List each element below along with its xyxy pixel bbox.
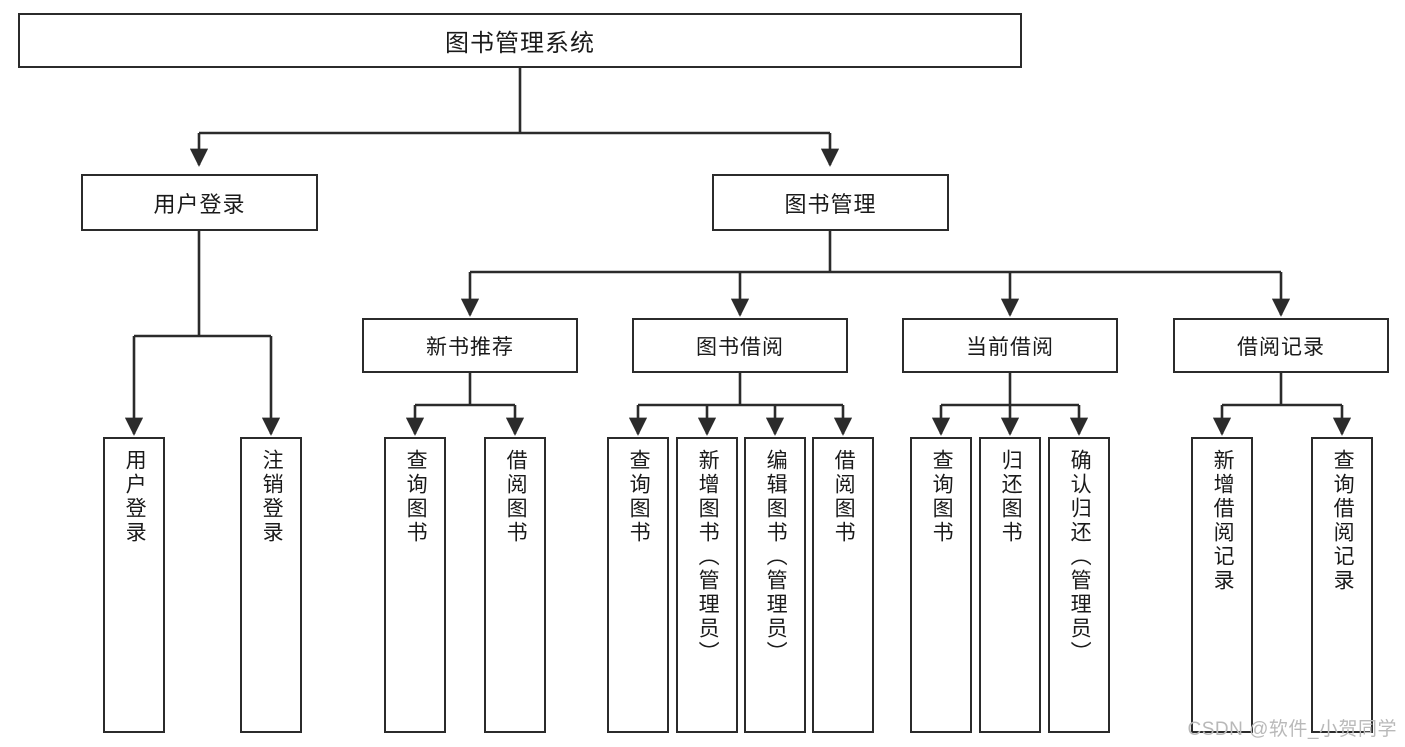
node-query-borrow-record-label: 查询借阅记录 [1331, 449, 1355, 593]
node-confirm-return-admin[interactable]: 确认归还（管理员） [1048, 437, 1110, 733]
node-current-borrow[interactable]: 当前借阅 [902, 318, 1118, 373]
node-book-management[interactable]: 图书管理 [712, 174, 949, 231]
node-add-borrow-record-label: 新增借阅记录 [1211, 449, 1235, 593]
node-book-management-label: 图书管理 [784, 191, 877, 217]
node-borrow-record[interactable]: 借阅记录 [1173, 318, 1389, 373]
node-user-login[interactable]: 用户登录 [81, 174, 318, 231]
node-root[interactable]: 图书管理系统 [18, 13, 1022, 68]
node-query-book-1[interactable]: 查询图书 [384, 437, 446, 733]
node-confirm-return-admin-label: 确认归还（管理员） [1068, 449, 1092, 665]
node-borrow-book-2-label: 借阅图书 [832, 449, 856, 545]
node-user-login-label: 用户登录 [153, 191, 246, 217]
node-new-book-recommend[interactable]: 新书推荐 [362, 318, 578, 373]
node-return-book-label: 归还图书 [999, 449, 1023, 545]
node-current-borrow-label: 当前借阅 [966, 335, 1054, 359]
node-root-label: 图书管理系统 [445, 30, 595, 57]
node-query-book-3-label: 查询图书 [930, 449, 954, 545]
node-borrow-book-1[interactable]: 借阅图书 [484, 437, 546, 733]
watermark-text: CSDN @软件_小贺同学 [1187, 719, 1397, 740]
node-query-book-3[interactable]: 查询图书 [910, 437, 972, 733]
node-user-login-leaf-label: 用户登录 [123, 449, 147, 545]
node-query-book-1-label: 查询图书 [404, 449, 428, 545]
node-add-book-admin-label: 新增图书（管理员） [696, 449, 720, 665]
node-borrow-book-1-label: 借阅图书 [504, 449, 528, 545]
node-user-logout-leaf[interactable]: 注销登录 [240, 437, 302, 733]
node-borrow-book-2[interactable]: 借阅图书 [812, 437, 874, 733]
node-book-borrow[interactable]: 图书借阅 [632, 318, 848, 373]
node-user-logout-leaf-label: 注销登录 [260, 449, 284, 545]
node-book-borrow-label: 图书借阅 [696, 335, 784, 359]
node-new-book-recommend-label: 新书推荐 [426, 335, 514, 359]
node-add-book-admin[interactable]: 新增图书（管理员） [676, 437, 738, 733]
node-add-borrow-record[interactable]: 新增借阅记录 [1191, 437, 1253, 733]
node-query-book-2-label: 查询图书 [627, 449, 651, 545]
node-query-book-2[interactable]: 查询图书 [607, 437, 669, 733]
node-user-login-leaf[interactable]: 用户登录 [103, 437, 165, 733]
node-return-book[interactable]: 归还图书 [979, 437, 1041, 733]
node-edit-book-admin[interactable]: 编辑图书（管理员） [744, 437, 806, 733]
node-query-borrow-record[interactable]: 查询借阅记录 [1311, 437, 1373, 733]
node-edit-book-admin-label: 编辑图书（管理员） [764, 449, 788, 665]
node-borrow-record-label: 借阅记录 [1237, 335, 1325, 359]
